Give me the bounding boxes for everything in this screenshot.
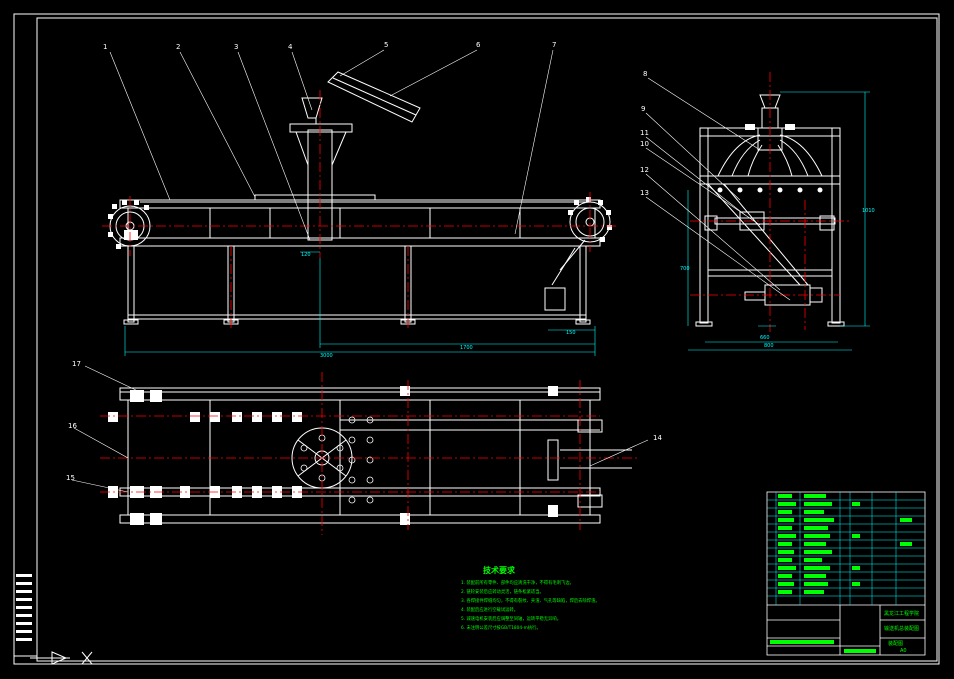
tech-req-item-3: 3. 各焊接件焊缝均匀，不得有裂纹、夹渣、气孔等缺陷，焊后去除焊渣。 — [461, 597, 600, 604]
drawing-frame — [13, 13, 940, 665]
leader-lines-front — [109, 49, 554, 241]
tech-req-item-6: 6. 未注明公差尺寸按GB/T1804-m执行。 — [461, 624, 541, 631]
tech-req-item-4: 4. 装配后应进行空载试运转。 — [461, 606, 518, 613]
dim-side-width-outer: 800 — [764, 343, 774, 349]
side-view: 1010 660 800 700 — [680, 72, 875, 351]
part-number-7: 7 — [552, 41, 556, 49]
part-number-16: 16 — [68, 422, 77, 430]
part-number-9: 9 — [641, 105, 645, 113]
tech-req-item-5: 5. 减速电机安装后应调整至同轴，运转平稳无异响。 — [461, 615, 561, 622]
part-number-12: 12 — [640, 166, 649, 174]
technical-requirements: 技术要求 1. 装配前所有零件、部件均应清洗干净，不得有毛刺飞边。 2. 链轮安… — [461, 565, 600, 631]
part-number-4: 4 — [288, 43, 293, 51]
title-block-drawing-type: 装配图 — [888, 640, 903, 647]
part-number-6: 6 — [476, 41, 481, 49]
dim-front-small: 120 — [301, 252, 311, 258]
part-number-11: 11 — [640, 129, 649, 137]
dim-front-overall-length: 3000 — [320, 353, 333, 359]
part-number-2: 2 — [176, 43, 180, 51]
part-number-8: 8 — [643, 70, 647, 78]
dim-front-segment: 1700 — [460, 345, 473, 351]
dim-side-width-inner: 660 — [760, 335, 770, 341]
part-number-15: 15 — [66, 474, 75, 482]
part-number-17: 17 — [72, 360, 81, 368]
title-block-size: A0 — [900, 648, 907, 654]
title-block-school: 黑龙江工程学院 — [884, 610, 919, 617]
part-number-13: 13 — [640, 189, 649, 197]
parts-list-grid — [767, 492, 925, 605]
chain-links-top — [108, 386, 558, 525]
parts-list-text-blocks — [770, 494, 912, 653]
border-strip — [16, 574, 32, 641]
leader-lines-top — [71, 365, 649, 493]
tech-req-item-1: 1. 装配前所有零件、部件均应清洗干净，不得有毛刺飞边。 — [461, 579, 574, 586]
front-view: 3000 1700 120 150 — [102, 71, 618, 359]
part-number-10: 10 — [640, 140, 649, 148]
tech-req-title: 技术要求 — [483, 565, 516, 575]
part-number-1: 1 — [103, 43, 107, 51]
part-number-5: 5 — [384, 41, 388, 49]
top-view — [100, 372, 640, 535]
title-block: 黑龙江工程学院 输送机总装配图 装配图 A0 — [766, 491, 926, 656]
part-number-3: 3 — [234, 43, 238, 51]
tech-req-item-2: 2. 链轮安装后应转动灵活，链条松紧适当。 — [461, 588, 544, 595]
part-number-14: 14 — [653, 434, 662, 442]
dim-side-height: 1010 — [862, 208, 875, 214]
projection-symbol — [30, 651, 93, 665]
disc-hole-grid — [300, 416, 374, 504]
title-block-drawing-name: 输送机总装配图 — [884, 625, 919, 632]
dim-front-offset: 150 — [566, 330, 576, 336]
dim-side-left-height: 700 — [680, 266, 690, 272]
leader-lines-side — [645, 77, 791, 301]
